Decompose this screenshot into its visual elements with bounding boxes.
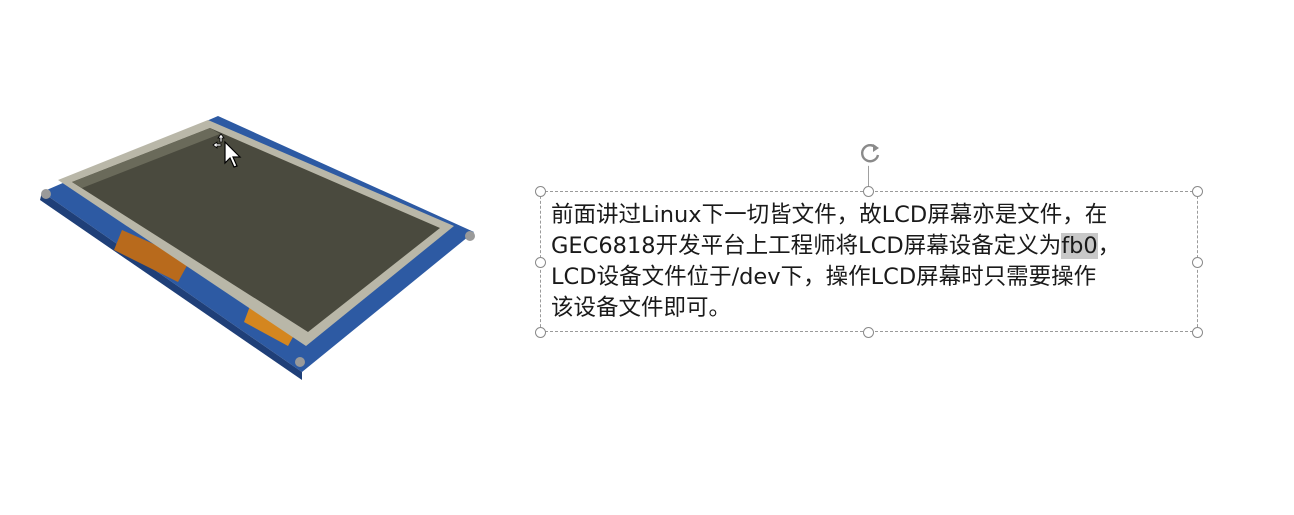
rotate-handle-stem bbox=[868, 164, 869, 188]
highlighted-text-fb0[interactable]: fb0 bbox=[1061, 233, 1098, 259]
resize-handle-bottom-center[interactable] bbox=[863, 327, 874, 338]
text-line-1: 前面讲过Linux下一切皆文件，故LCD屏幕亦是文件，在 bbox=[551, 202, 1108, 228]
text-line-2: GEC6818开发平台上工程师将LCD屏幕设备定义为fb0， bbox=[551, 231, 1191, 262]
resize-handle-top-center[interactable] bbox=[863, 186, 874, 197]
text-line-2-after: ， bbox=[1097, 233, 1121, 259]
resize-handle-middle-left[interactable] bbox=[535, 257, 546, 268]
screw-post bbox=[41, 189, 51, 199]
screw-post bbox=[465, 231, 475, 241]
resize-handle-bottom-right[interactable] bbox=[1192, 327, 1203, 338]
text-line-2-before: GEC6818开发平台上工程师将LCD屏幕设备定义为 bbox=[551, 233, 1062, 259]
screen-reflection bbox=[72, 128, 220, 188]
resize-handle-top-left[interactable] bbox=[535, 186, 546, 197]
resize-handle-top-right[interactable] bbox=[1192, 186, 1203, 197]
text-line-3: LCD设备文件位于/dev下，操作LCD屏幕时只需要操作 bbox=[551, 264, 1097, 290]
lcd-screen bbox=[72, 128, 440, 332]
lcd-module-image[interactable] bbox=[30, 110, 490, 390]
move-cursor-icon bbox=[212, 133, 242, 168]
pcb-edge bbox=[40, 192, 302, 380]
text-content[interactable]: 前面讲过Linux下一切皆文件，故LCD屏幕亦是文件，在 GEC6818开发平台… bbox=[551, 200, 1191, 324]
rotate-icon[interactable] bbox=[855, 138, 885, 168]
selected-text-box[interactable]: 前面讲过Linux下一切皆文件，故LCD屏幕亦是文件，在 GEC6818开发平台… bbox=[540, 191, 1198, 332]
flex-cable bbox=[244, 306, 298, 346]
resize-handle-bottom-left[interactable] bbox=[535, 327, 546, 338]
flex-cable bbox=[114, 230, 190, 282]
screw-post bbox=[295, 357, 305, 367]
resize-handle-middle-right[interactable] bbox=[1192, 257, 1203, 268]
text-line-4: 该设备文件即可。 bbox=[551, 295, 732, 321]
